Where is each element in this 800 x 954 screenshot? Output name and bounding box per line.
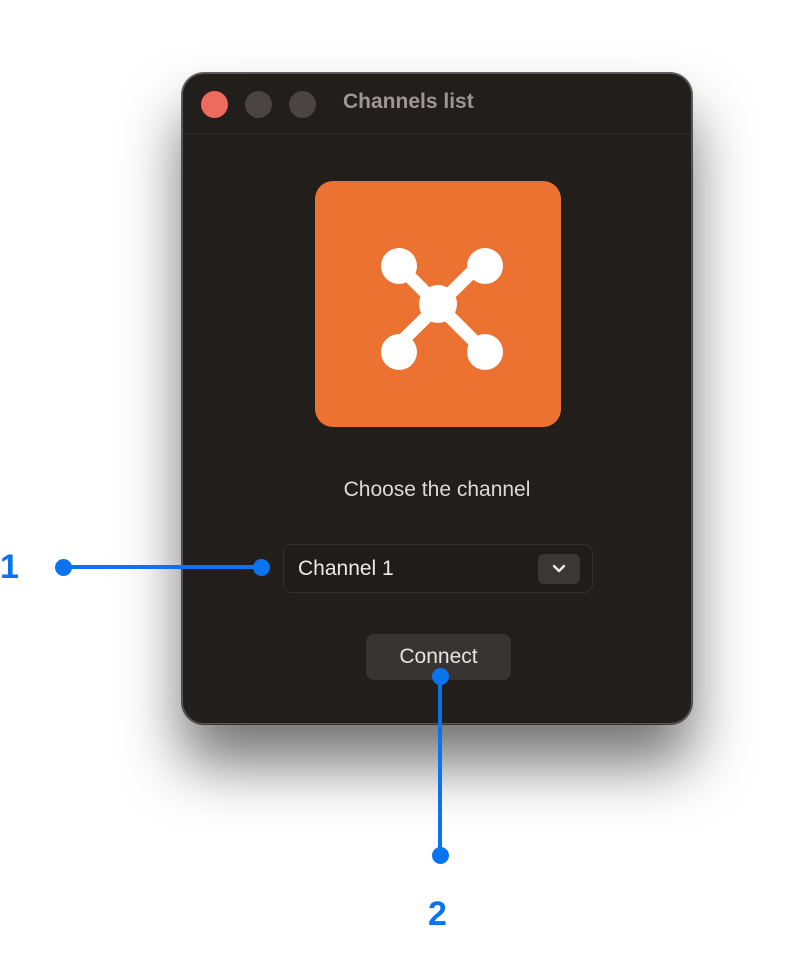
callout-1-line (63, 565, 263, 569)
channel-select-value: Channel 1 (298, 557, 394, 580)
callout-number-1: 1 (0, 548, 19, 586)
window-title: Channels list (343, 90, 474, 113)
close-button[interactable] (201, 91, 228, 118)
minimize-button[interactable] (245, 91, 272, 118)
callout-2-line (438, 676, 442, 856)
dropdown-button[interactable] (538, 554, 580, 584)
callout-1-end-dot (253, 559, 270, 576)
network-hub-icon (315, 181, 561, 427)
channel-select[interactable]: Channel 1 (283, 544, 593, 593)
callout-number-2: 2 (428, 895, 447, 933)
chevron-down-icon (552, 564, 566, 573)
prompt-label: Choose the channel (343, 478, 531, 501)
zoom-button[interactable] (289, 91, 316, 118)
callout-2-end-dot (432, 847, 449, 864)
title-bar[interactable]: Channels list (183, 74, 691, 134)
channels-window: Channels list Choose the channel Channel… (182, 73, 692, 724)
